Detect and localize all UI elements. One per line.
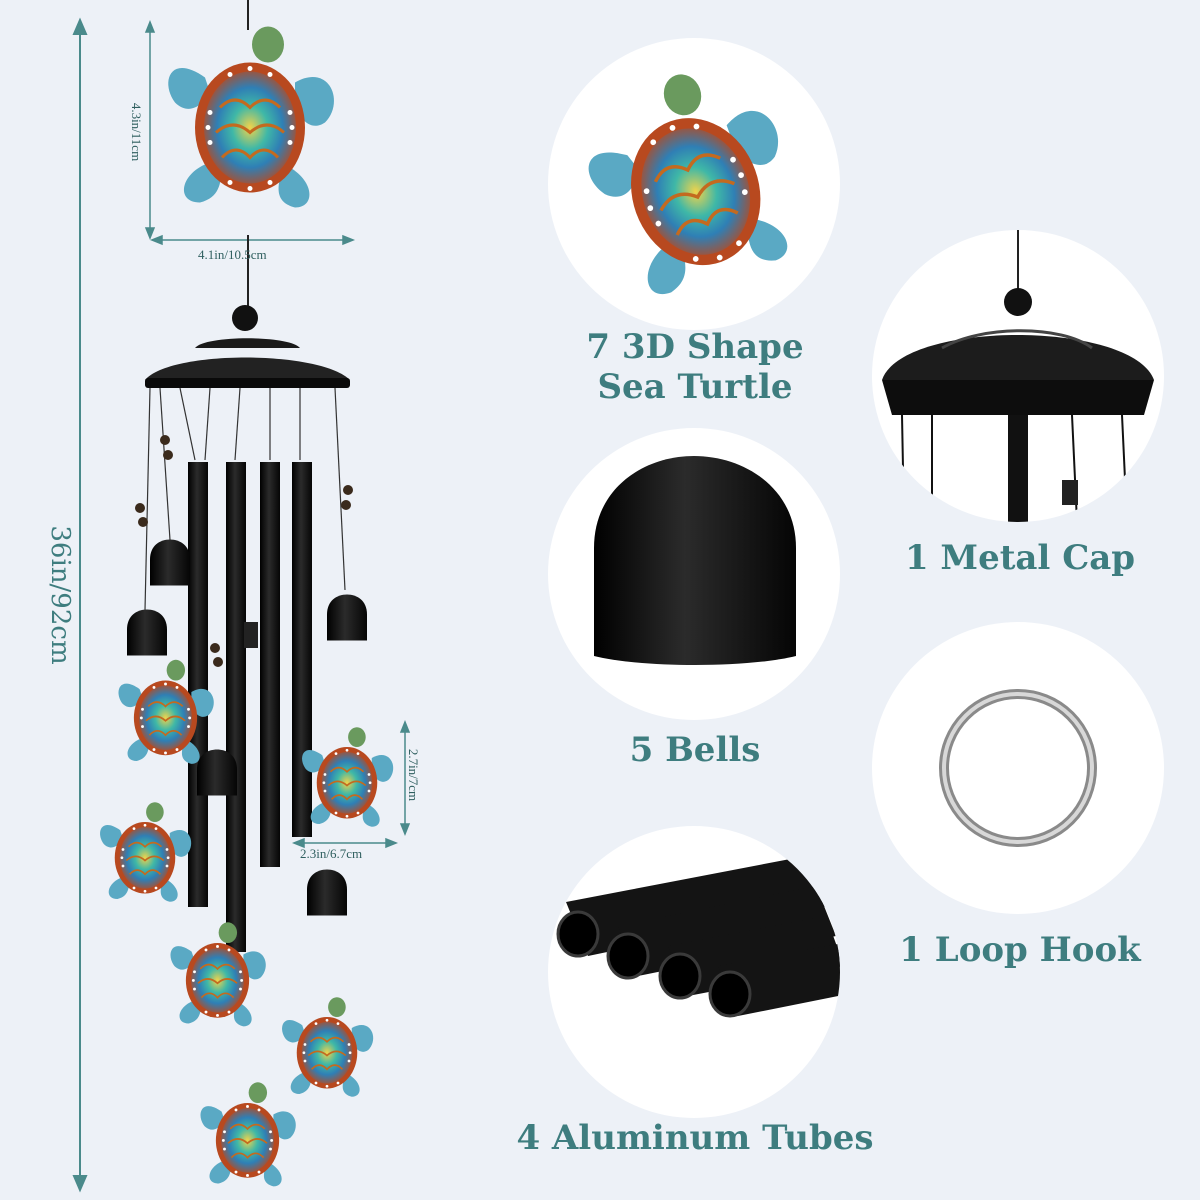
tubes-feature-circle xyxy=(548,826,840,1118)
small-turtle-height-label: 2.7in/7cm xyxy=(406,748,421,802)
turtle-closeup-icon xyxy=(565,47,820,313)
total-length-arrow xyxy=(72,17,88,1193)
large-turtle-width-label: 4.1in/10.5cm xyxy=(198,247,267,262)
metal-cap-image xyxy=(145,338,350,388)
turtle-feature-circle xyxy=(548,38,840,330)
cap-feature-circle xyxy=(872,230,1164,522)
tubes-image xyxy=(188,462,312,952)
hanging-turtles xyxy=(99,658,395,1188)
hook-feature-circle xyxy=(872,622,1164,914)
hook-caption: 1 Loop Hook xyxy=(899,930,1141,970)
loop-hook-icon xyxy=(939,689,1097,847)
wind-chime-illustration xyxy=(0,0,460,1200)
bell-feature-circle xyxy=(548,428,840,720)
bell-closeup-icon xyxy=(594,456,796,665)
turtle-caption: 7 3D Shape Sea Turtle xyxy=(586,327,804,407)
aluminum-tubes-icon xyxy=(556,856,840,1018)
tubes-caption: 4 Aluminum Tubes xyxy=(516,1118,874,1158)
turtle-top-image xyxy=(166,24,336,210)
large-turtle-height-label: 4.3in/11cm xyxy=(129,102,144,162)
metal-cap-closeup-icon xyxy=(882,230,1154,522)
bells-caption: 5 Bells xyxy=(629,730,761,770)
cap-caption: 1 Metal Cap xyxy=(904,538,1136,578)
small-turtle-width-label: 2.3in/6.7cm xyxy=(300,846,363,861)
total-length-label: 36in/92cm xyxy=(45,525,75,665)
